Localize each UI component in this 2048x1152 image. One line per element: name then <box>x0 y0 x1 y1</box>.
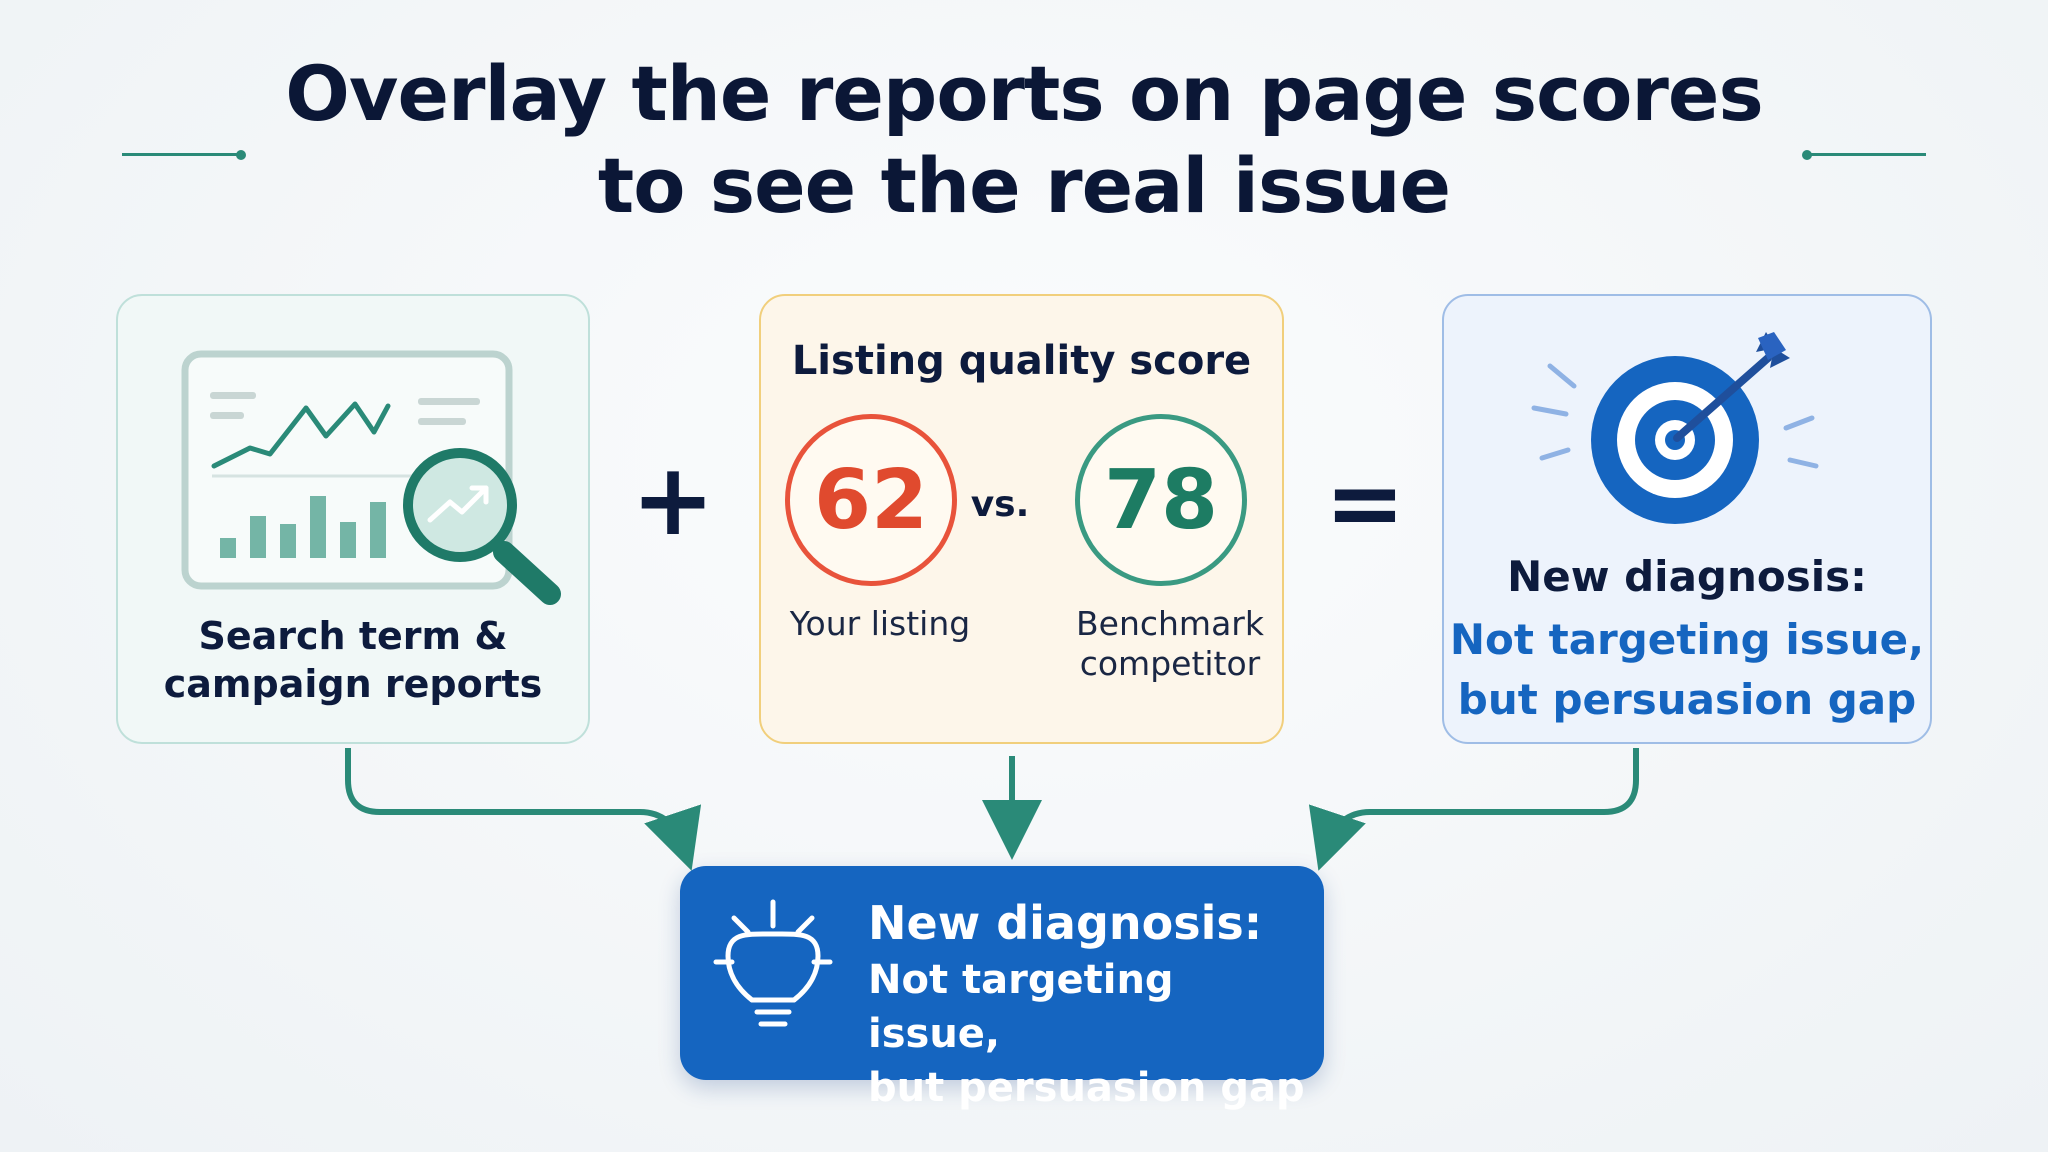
equals-operator: = <box>1324 447 1406 559</box>
result-text: New diagnosis: Not targeting issue, but … <box>868 893 1308 1115</box>
target-arrow-icon <box>1531 332 1819 524</box>
reports-label-line-1: Search term & <box>198 614 508 658</box>
diagnosis-body-line-1: Not targeting issue, <box>1449 615 1925 664</box>
title-line-2: to see the real issue <box>597 141 1451 230</box>
diagnosis-body-line-2: but persuasion gap <box>1457 675 1917 724</box>
benchmark-score-value: 78 <box>1103 452 1219 548</box>
magnifier-trend-icon <box>403 448 561 605</box>
reports-label: Search term & campaign reports <box>116 612 590 708</box>
benchmark-label-line-1: Benchmark <box>1076 604 1264 643</box>
diagnosis-body: Not targeting issue, but persuasion gap <box>1442 610 1932 730</box>
your-listing-label: Your listing <box>789 604 971 643</box>
result-body-line-2: but persuasion gap <box>868 1065 1305 1111</box>
arrow-from-reports <box>345 748 702 871</box>
benchmark-label-line-2: competitor <box>1079 644 1261 683</box>
result-card <box>680 866 1324 1080</box>
connector-arrows <box>345 748 1639 871</box>
reports-label-line-2: campaign reports <box>163 662 543 706</box>
your-score-circle: 62 <box>785 414 957 586</box>
vs-label: vs. <box>970 484 1030 525</box>
diagnosis-heading: New diagnosis: <box>1507 552 1867 601</box>
your-score-value: 62 <box>813 452 929 548</box>
title-line-1: Overlay the reports on page scores <box>285 49 1763 138</box>
arrow-from-diagnosis <box>1308 748 1639 871</box>
benchmark-label: Benchmark competitor <box>1045 604 1295 684</box>
title-rule-right <box>1802 149 1926 160</box>
quality-score-heading: Listing quality score <box>791 338 1252 384</box>
benchmark-score-circle: 78 <box>1075 414 1247 586</box>
result-body-line-1: Not targeting issue, <box>868 957 1174 1057</box>
title-rule-left <box>122 149 246 160</box>
page-title: Overlay the reports on page scores to se… <box>0 48 2048 232</box>
lightbulb-icon <box>713 899 833 1027</box>
plus-operator: + <box>631 441 715 558</box>
result-heading: New diagnosis: <box>868 896 1263 950</box>
